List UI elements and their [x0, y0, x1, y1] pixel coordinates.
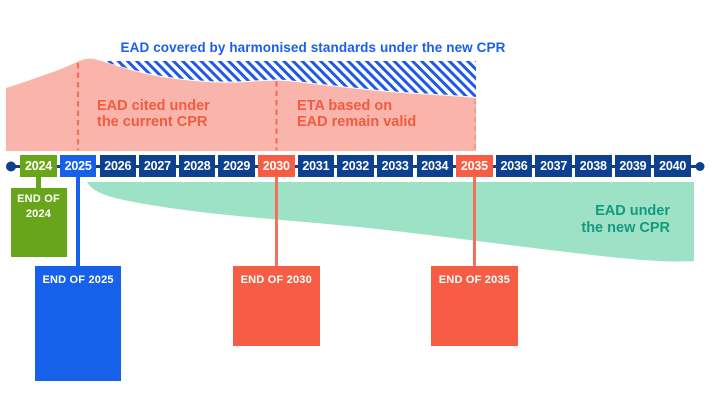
timeline-year-2033: 2033 [376, 155, 414, 177]
timeline-year-2037: 2037 [535, 155, 572, 177]
timeline-year-2028: 2028 [178, 155, 216, 177]
label-ead-under-new-cpr: EAD under the new CPR [581, 203, 670, 236]
timeline-start-dot [6, 161, 16, 172]
timeline-year-2025: 2025 [59, 155, 97, 177]
timeline-year-2034: 2034 [416, 155, 454, 177]
label-eta-remain-valid: ETA based on EAD remain valid [297, 98, 417, 130]
connector-2035 [472, 176, 477, 267]
timeline-year-2040: 2040 [654, 155, 691, 177]
timeline-year-2029: 2029 [218, 155, 255, 177]
diagram-title: EAD covered by harmonised standards unde… [120, 40, 506, 55]
connector-2030 [274, 176, 279, 267]
pink-region-shape [6, 58, 476, 151]
event-box-end-of-2035: END OF 2035 [430, 266, 518, 346]
timeline-year-2026: 2026 [99, 155, 136, 177]
timeline-year-2031: 2031 [297, 155, 335, 177]
timeline-year-2036: 2036 [495, 155, 533, 177]
event-box-end-of-2024: END OF 2024 [10, 188, 67, 257]
timeline-year-2038: 2038 [575, 155, 612, 177]
connector-2025 [76, 176, 80, 267]
event-box-end-of-2025: END OF 2025 [35, 266, 122, 381]
timeline-year-2035: 2035 [456, 155, 493, 177]
timeline-year-2030: 2030 [258, 155, 295, 177]
timeline-end-dot [695, 162, 705, 171]
timeline-year-2027: 2027 [139, 155, 176, 177]
connector-2024 [36, 176, 41, 189]
hatched-region-shape [101, 61, 476, 97]
teal-region-shape [87, 182, 694, 262]
event-box-end-of-2030: END OF 2030 [232, 266, 320, 346]
label-ead-cited-current-cpr: EAD cited under the current CPR [97, 98, 210, 130]
timeline-year-2039: 2039 [614, 155, 652, 177]
timeline-year-2032: 2032 [337, 155, 374, 177]
timeline-year-2024: 2024 [20, 155, 57, 177]
